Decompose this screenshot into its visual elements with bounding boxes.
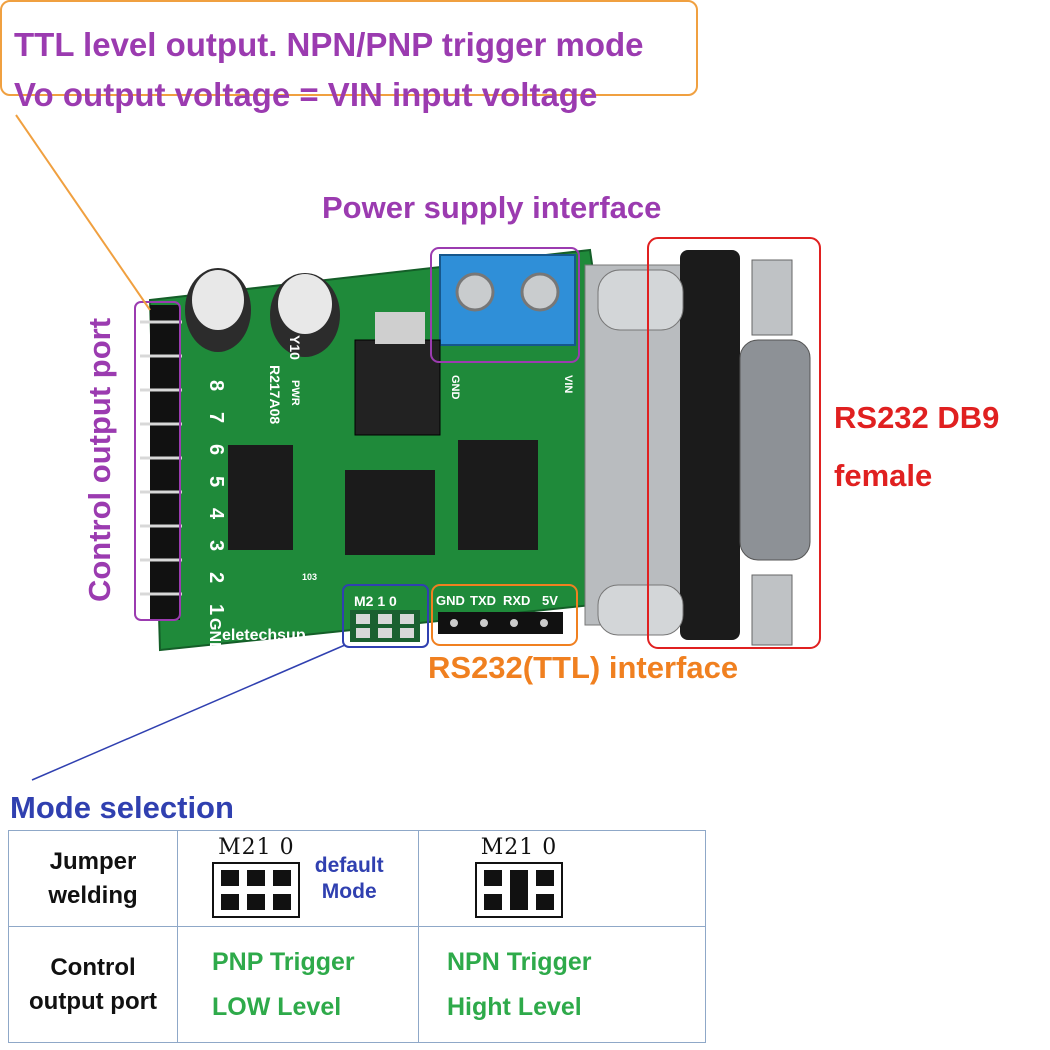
brand-label: eletechsup — [222, 627, 306, 644]
power-terminal-block — [439, 254, 576, 346]
ttl-callout-box — [0, 0, 698, 96]
jumper-welding-header-cell: Jumper welding — [8, 830, 178, 927]
ttl-highlight — [431, 584, 578, 646]
default-mode-text: default Mode — [315, 853, 384, 905]
capacitors — [185, 268, 340, 357]
mode-selection-table: Jumper welding M21 0 default Mode M21 0 — [8, 830, 706, 1043]
jumper-pads-middle-bridged-icon — [475, 861, 563, 918]
npn-cell: NPN Trigger Hight Level — [418, 926, 706, 1043]
default-mode-cell: M21 0 default Mode — [177, 830, 419, 927]
jumper-pads-all-open-icon — [212, 861, 301, 918]
control-pin-header — [140, 305, 182, 620]
jumper-highlight — [342, 584, 429, 648]
board-diagram: 8 7 6 5 4 3 2 1 GND R217A08 PWR Y10 VIN … — [15, 114, 821, 781]
pnp-level-text: LOW Level — [212, 992, 342, 1021]
control-port-highlight — [134, 301, 181, 621]
ttl-callout-line2: Vo output voltage = VIN input voltage — [14, 76, 598, 113]
rs232-female-label: female — [834, 458, 933, 493]
pnp-cell: PNP Trigger LOW Level — [177, 926, 419, 1043]
ttl-pin-gnd: GND — [436, 593, 465, 608]
jumper-welding-header: Jumper welding — [48, 847, 138, 909]
default-text: default — [314, 853, 384, 877]
pnp-trigger-text: PNP Trigger — [212, 947, 355, 976]
gnd-small-label: GND — [449, 375, 461, 400]
ttl-pin-txd: TXD — [470, 593, 496, 608]
pin-label-1: 1 — [205, 604, 227, 615]
ttl-leader-line — [15, 114, 151, 311]
npn-mode-cell: M21 0 — [418, 830, 706, 927]
pin-label-2: 2 — [205, 572, 227, 583]
pin-label-3: 3 — [205, 540, 227, 551]
npn-trigger-text: NPN Trigger — [447, 947, 592, 976]
pwr-label: PWR — [289, 380, 301, 406]
vin-label: VIN — [562, 375, 574, 393]
npn-level-text: Hight Level — [447, 992, 582, 1021]
voltage-regulator — [354, 339, 441, 436]
ttl-pin-5v: 5V — [542, 593, 558, 608]
npn-jumper-diagram: M21 0 — [475, 835, 563, 923]
npn-jumper-label: M21 0 — [480, 834, 558, 860]
cap-label: Y10 — [287, 335, 303, 360]
mode-text: Mode — [321, 879, 377, 903]
pin-label-gnd: GND — [206, 618, 223, 654]
mode-selection-title: Mode selection — [10, 790, 234, 825]
pin-label-7: 7 — [205, 412, 227, 423]
default-jumper-diagram: M21 0 — [212, 834, 301, 923]
default-jumper-label: M21 0 — [218, 834, 295, 860]
control-output-header-cell: Control output port — [8, 926, 178, 1043]
pin-label-6: 6 — [205, 444, 227, 455]
ic-left — [228, 445, 293, 550]
pin-label-5: 5 — [205, 476, 227, 487]
ttl-callout-line1: TTL level output. NPN/PNP trigger mode — [14, 26, 644, 63]
pin-label-8: 8 — [205, 380, 227, 391]
control-output-port-label: Control output port — [82, 317, 117, 603]
pin-label-4: 4 — [205, 508, 227, 520]
rs232-ttl-label: RS232(TTL) interface — [428, 650, 739, 685]
model-label: R217A08 — [267, 365, 283, 424]
rs232-db9-label: RS232 DB9 — [834, 400, 1000, 435]
db9-highlight — [647, 237, 821, 649]
ttl-pin-rxd: RXD — [503, 593, 530, 608]
board-jumper-pads — [350, 610, 420, 642]
ic-right — [458, 440, 538, 550]
control-output-header: Control output port — [29, 953, 157, 1015]
db9-connector — [584, 250, 811, 646]
ic-middle — [345, 470, 435, 555]
chip-code-label: 103 — [302, 572, 317, 582]
mode-leader-line — [31, 644, 346, 781]
ttl-pin-header — [438, 612, 563, 634]
power-highlight — [430, 247, 580, 363]
power-supply-label: Power supply interface — [322, 190, 662, 225]
board-jumper-label: M2 1 0 — [354, 593, 397, 609]
